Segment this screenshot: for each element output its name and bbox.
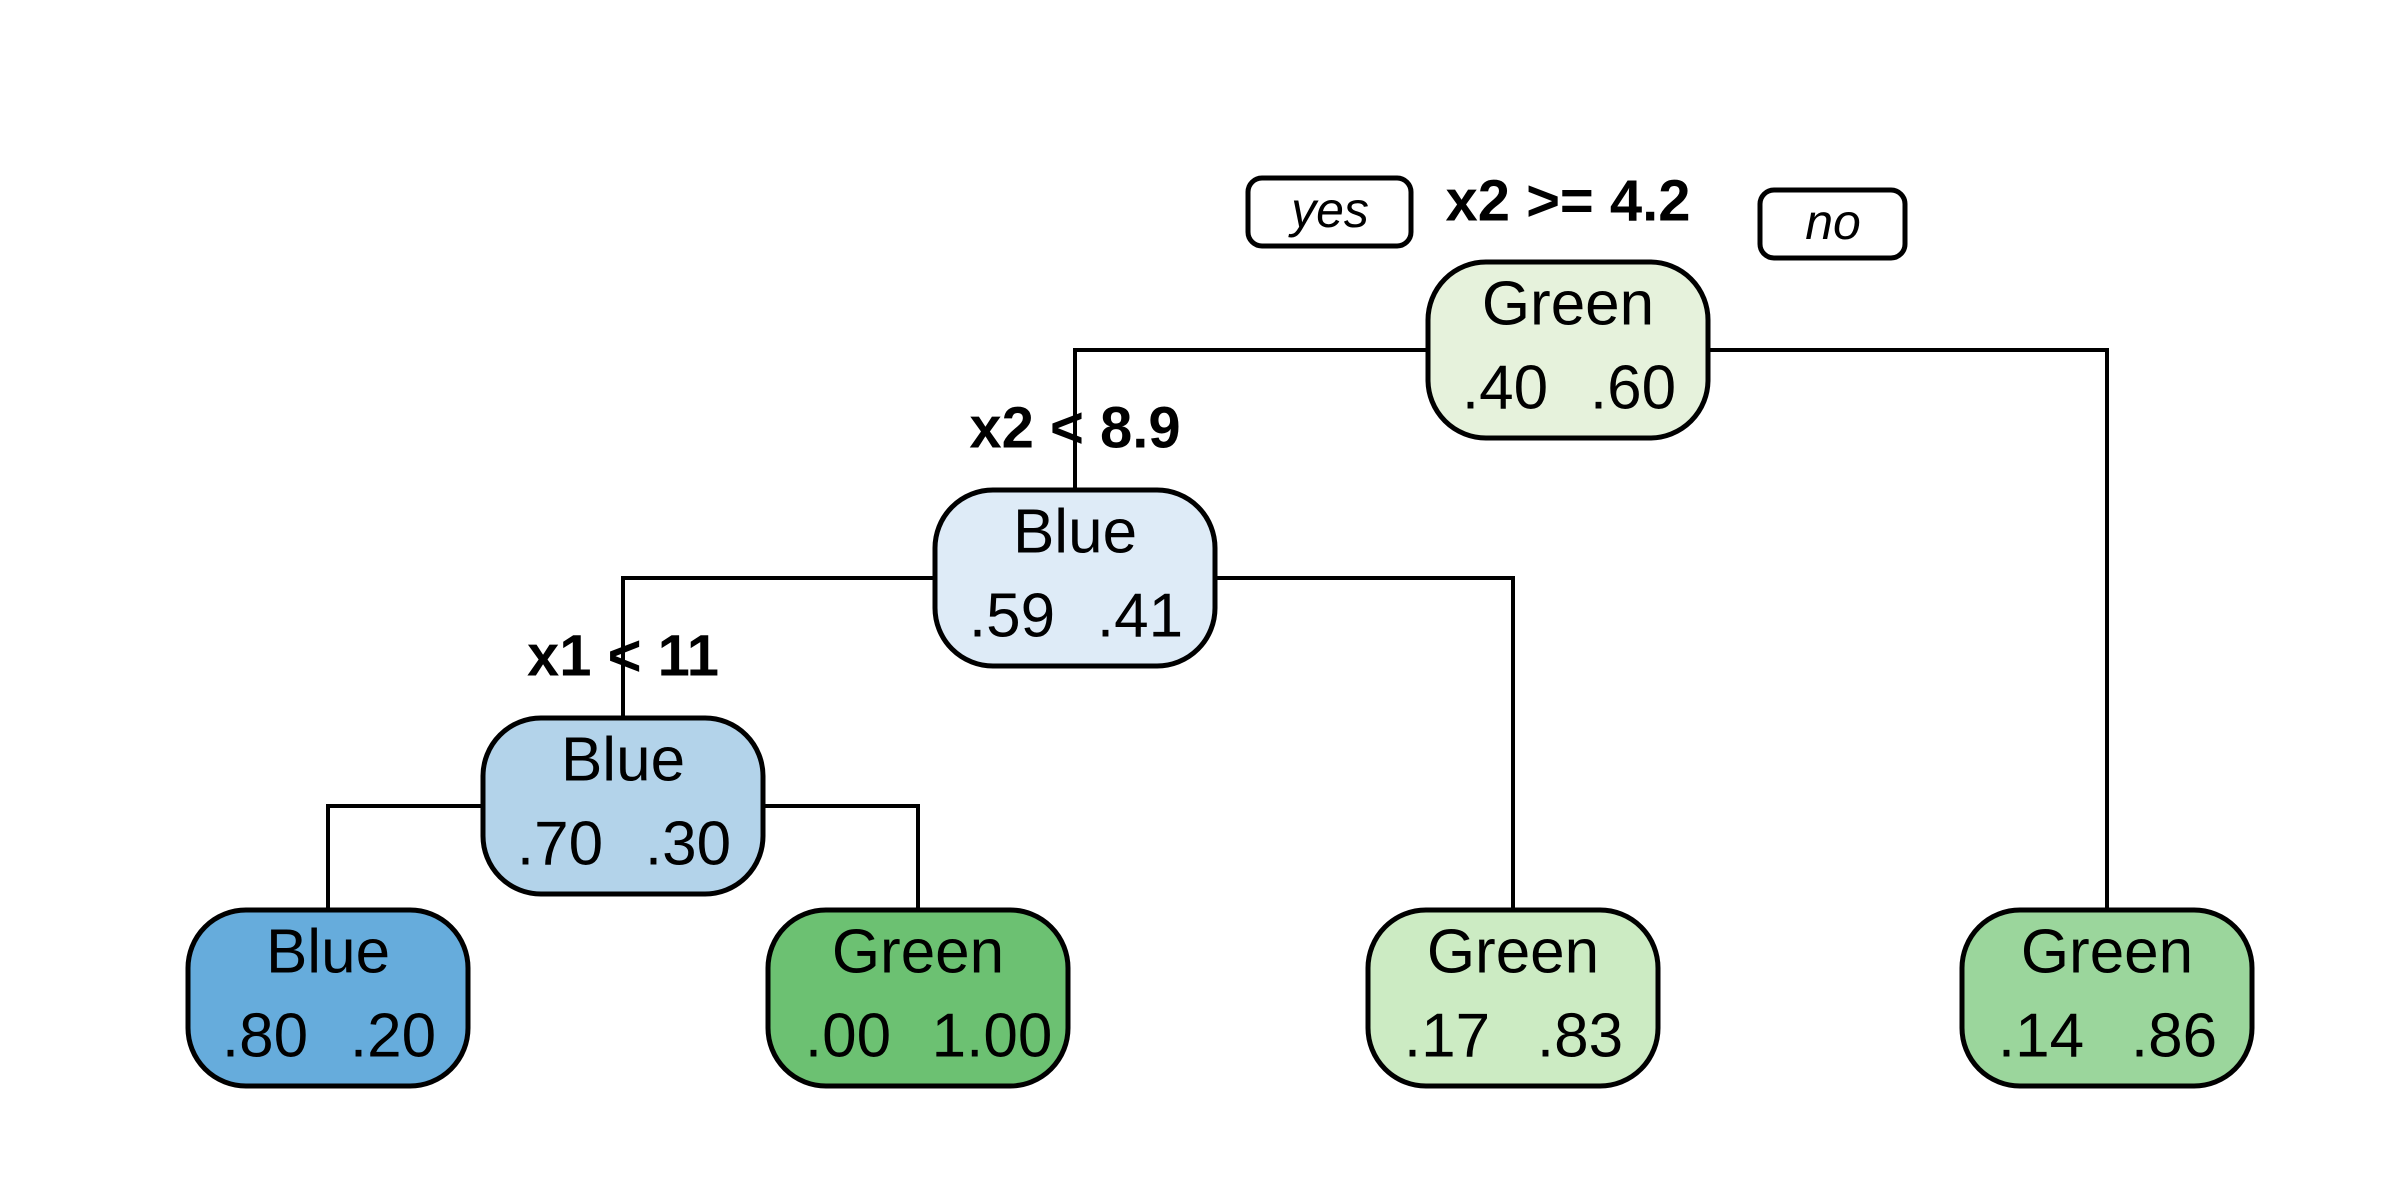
tree-node-internal-2[interactable]: Blue .59 .41 [932,487,1218,669]
edge-level3-to-left [326,804,483,910]
leaf-green-14-86-prob-right: .86 [2131,1001,2217,1070]
edge-level2-to-right [1215,576,1515,910]
yes-box-outline [1245,175,1414,249]
node-internal-2-prob-right: .41 [1097,581,1183,650]
split-label-group: x2 >= 4.2 x2 < 8.9 x1 < 11 [527,168,1691,688]
leaf-green-00-100-prob-left: .00 [805,1001,891,1070]
node-internal-3-shape[interactable] [480,715,766,897]
yes-label-text: yes [1288,182,1369,238]
tree-leaf-green-17-83[interactable]: Green .17 .83 [1365,907,1661,1089]
node-internal-3-prob-left: .70 [517,809,603,878]
node-internal-3-prob-right: .30 [645,809,731,878]
leaf-green-17-83-shape[interactable] [1365,907,1661,1089]
edge-group [326,348,2109,910]
node-internal-3-class-label: Blue [561,725,685,794]
leaf-green-17-83-class-label: Green [1427,917,1599,986]
leaf-green-17-83-prob-left: .17 [1404,1001,1490,1070]
tree-leaf-green-14-86[interactable]: Green .14 .86 [1959,907,2255,1089]
leaf-green-14-86-prob-left: .14 [1998,1001,2084,1070]
tree-node-root[interactable]: Green .40 .60 [1425,259,1711,441]
edge-root-to-left [1073,348,1428,490]
leaf-green-00-100-shape[interactable] [765,907,1071,1089]
edge-level3-to-right [763,804,920,910]
split-label-level2: x2 < 8.9 [969,395,1180,460]
node-root-class-label: Green [1482,269,1654,338]
node-root-prob-right: .60 [1590,353,1676,422]
leaf-blue-80-20-shape[interactable] [185,907,471,1089]
tree-leaf-green-00-100[interactable]: Green .00 1.00 [765,907,1071,1089]
tree-node-internal-3[interactable]: Blue .70 .30 [480,715,766,897]
tree-leaf-blue-80-20[interactable]: Blue .80 .20 [185,907,471,1089]
leaf-green-17-83-prob-right: .83 [1537,1001,1623,1070]
node-internal-2-class-label: Blue [1013,497,1137,566]
leaf-blue-80-20-class-label: Blue [266,917,390,986]
leaf-blue-80-20-prob-right: .20 [350,1001,436,1070]
split-label-root: x2 >= 4.2 [1445,168,1690,233]
leaf-green-00-100-class-label: Green [832,917,1004,986]
node-internal-2-shape[interactable] [932,487,1218,669]
node-internal-2-prob-left: .59 [969,581,1055,650]
branch-label-group: yes no [1245,175,1908,261]
no-box-outline [1757,187,1908,261]
branch-label-yes: yes [1245,175,1414,249]
branch-label-no: no [1757,187,1908,261]
no-label-text: no [1805,194,1861,250]
leaf-blue-80-20-prob-left: .80 [222,1001,308,1070]
split-label-level3: x1 < 11 [527,623,719,688]
edge-root-to-right [1708,348,2109,910]
node-root-shape[interactable] [1425,259,1711,441]
node-root-prob-left: .40 [1462,353,1548,422]
edge-level2-to-left [621,576,935,718]
leaf-green-14-86-class-label: Green [2021,917,2193,986]
leaf-green-14-86-shape[interactable] [1959,907,2255,1089]
leaf-green-00-100-prob-right: 1.00 [932,1001,1053,1070]
